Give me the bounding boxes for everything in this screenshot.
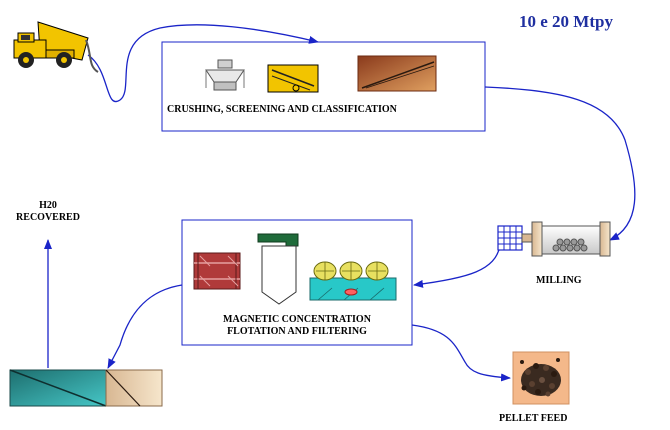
flow-arrow-concentration-to-thickener bbox=[107, 284, 183, 369]
water-label-line-2: RECOVERED bbox=[16, 211, 80, 223]
flotation-cells-icon bbox=[309, 261, 397, 301]
water-label-line-1: H20 bbox=[39, 200, 57, 211]
throughput-title: 10 e 20 Mtpy bbox=[519, 12, 613, 31]
screen-icon bbox=[267, 64, 319, 93]
dump-truck-icon bbox=[13, 21, 99, 73]
concentration-label-line-1: MAGNETIC CONCENTRATION bbox=[223, 314, 371, 325]
pellet-pile-icon bbox=[512, 351, 570, 405]
milling-stage-label: MILLING bbox=[536, 275, 582, 286]
crusher-icon bbox=[205, 59, 245, 91]
flow-arrow-concentration-to-pellet bbox=[411, 324, 511, 382]
concentration-stage-label: MAGNETIC CONCENTRATION FLOTATION AND FIL… bbox=[186, 314, 408, 337]
flow-arrow-milling-to-concentration bbox=[413, 245, 501, 288]
pellet-feed-label: PELLET FEED bbox=[499, 413, 568, 424]
ball-mill-icon bbox=[497, 221, 611, 257]
crushing-stage-label: CRUSHING, SCREENING AND CLASSIFICATION bbox=[167, 104, 397, 115]
classifier-icon bbox=[357, 55, 437, 92]
thickener-icon bbox=[9, 369, 163, 407]
concentration-label-line-2: FLOTATION AND FILTERING bbox=[227, 325, 367, 337]
flow-arrow-crushing-to-milling bbox=[484, 86, 636, 241]
magnetic-separator-icon bbox=[193, 252, 241, 290]
flow-arrow-truck-to-crushing bbox=[87, 24, 319, 103]
water-recovered-label: H20 RECOVERED bbox=[8, 200, 88, 223]
flotation-column-icon bbox=[257, 233, 299, 305]
crushing-box bbox=[161, 41, 486, 132]
